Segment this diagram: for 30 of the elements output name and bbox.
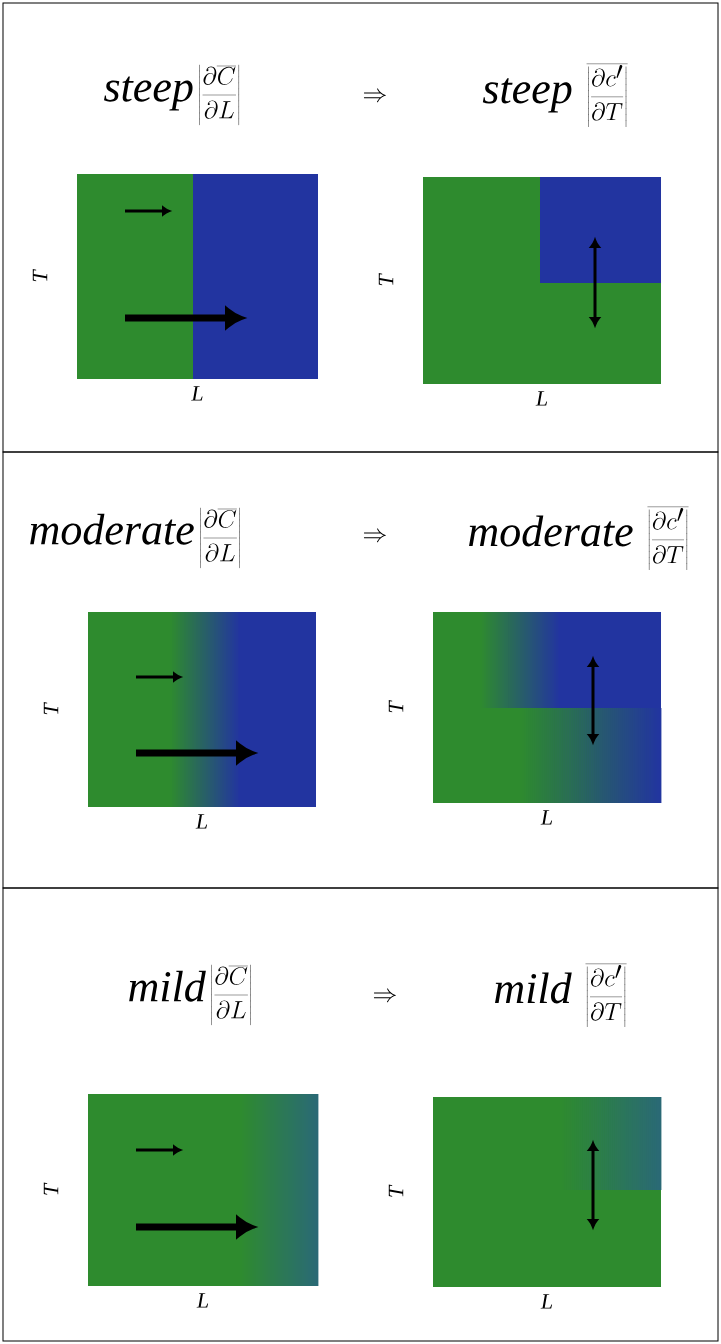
- axis-label: L: [191, 386, 203, 401]
- formula: $\textit{steep}\;\;\overline{\left|\frac{\partial c'}{\partial T}\right|}$: [482, 63, 628, 128]
- axis-label: T: [43, 702, 59, 715]
- axis-label: T: [32, 269, 48, 282]
- axis-label: L: [195, 814, 208, 829]
- axis-label: L: [540, 810, 553, 825]
- implies-sign: $\Rightarrow$: [363, 528, 387, 543]
- axis-label: L: [535, 391, 548, 406]
- axis-label: L: [196, 1293, 209, 1308]
- gradient-square: [433, 1097, 662, 1287]
- axis-label: T: [43, 1182, 59, 1195]
- axis-label: T: [378, 273, 394, 286]
- panel: [2, 2, 719, 453]
- gradient-square: [88, 612, 316, 807]
- formula: $\textit{mild}\left|\frac{\partial\overline{C}}{\partial L}\right|$: [129, 964, 251, 1026]
- implies-sign: $\Rightarrow$: [363, 88, 387, 103]
- axis-label: T: [388, 700, 404, 713]
- panel: [2, 451, 719, 889]
- axis-label: T: [388, 1184, 404, 1197]
- formula: $\textit{steep}\left|\frac{\partial\overline{C}}{\partial L}\right|$: [104, 64, 240, 126]
- gradient-square: [77, 174, 318, 379]
- implies-sign: $\Rightarrow$: [373, 988, 397, 1003]
- gradient-square: [423, 177, 661, 384]
- gradient-square: [88, 1094, 319, 1286]
- formula: $\textit{moderate}\left|\frac{\partial\overline{C}}{\partial L}\right|$: [30, 507, 240, 569]
- panel: [2, 887, 719, 1342]
- formula: $\textit{mild}\;\;\overline{\left|\frac{\partial c'}{\partial T}\right|}$: [495, 963, 627, 1028]
- formula: $\textit{moderate}\;\;\overline{\left|\frac{\partial c'}{\partial T}\right|}$: [469, 506, 689, 571]
- gradient-square: [433, 612, 662, 803]
- axis-label: L: [540, 1294, 553, 1309]
